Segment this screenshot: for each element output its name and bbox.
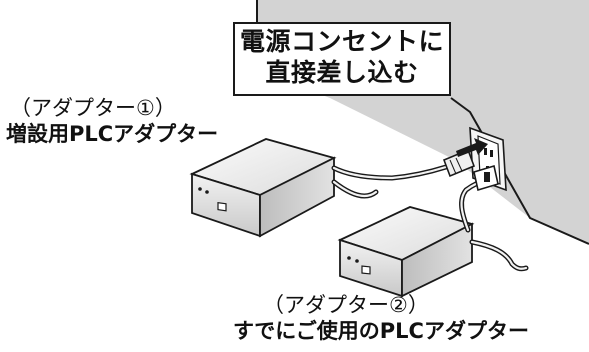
plc-adapter-icon xyxy=(337,206,475,298)
power-plug-icon xyxy=(473,164,499,192)
callout-line-2: 直接差し込む xyxy=(265,58,419,87)
adapter-1-name: 増設用PLCアダプター xyxy=(6,122,219,146)
adapter-2-label: （アダプター②） すでにご使用のPLCアダプター xyxy=(233,292,529,344)
callout-line-1: 電源コンセントに xyxy=(239,27,444,56)
plc-adapter-icon xyxy=(189,138,337,238)
adapter-2-number: （アダプター②） xyxy=(263,293,429,317)
power-cables xyxy=(331,164,529,272)
instruction-callout: 電源コンセントに 直接差し込む xyxy=(233,22,451,96)
insert-arrow-icon xyxy=(456,138,488,157)
adapter-2-name: すでにご使用のPLCアダプター xyxy=(233,319,529,343)
adapter-1-label: （アダプター①） 増設用PLCアダプター xyxy=(6,95,218,147)
adapter-1-number: （アダプター①） xyxy=(10,96,176,120)
